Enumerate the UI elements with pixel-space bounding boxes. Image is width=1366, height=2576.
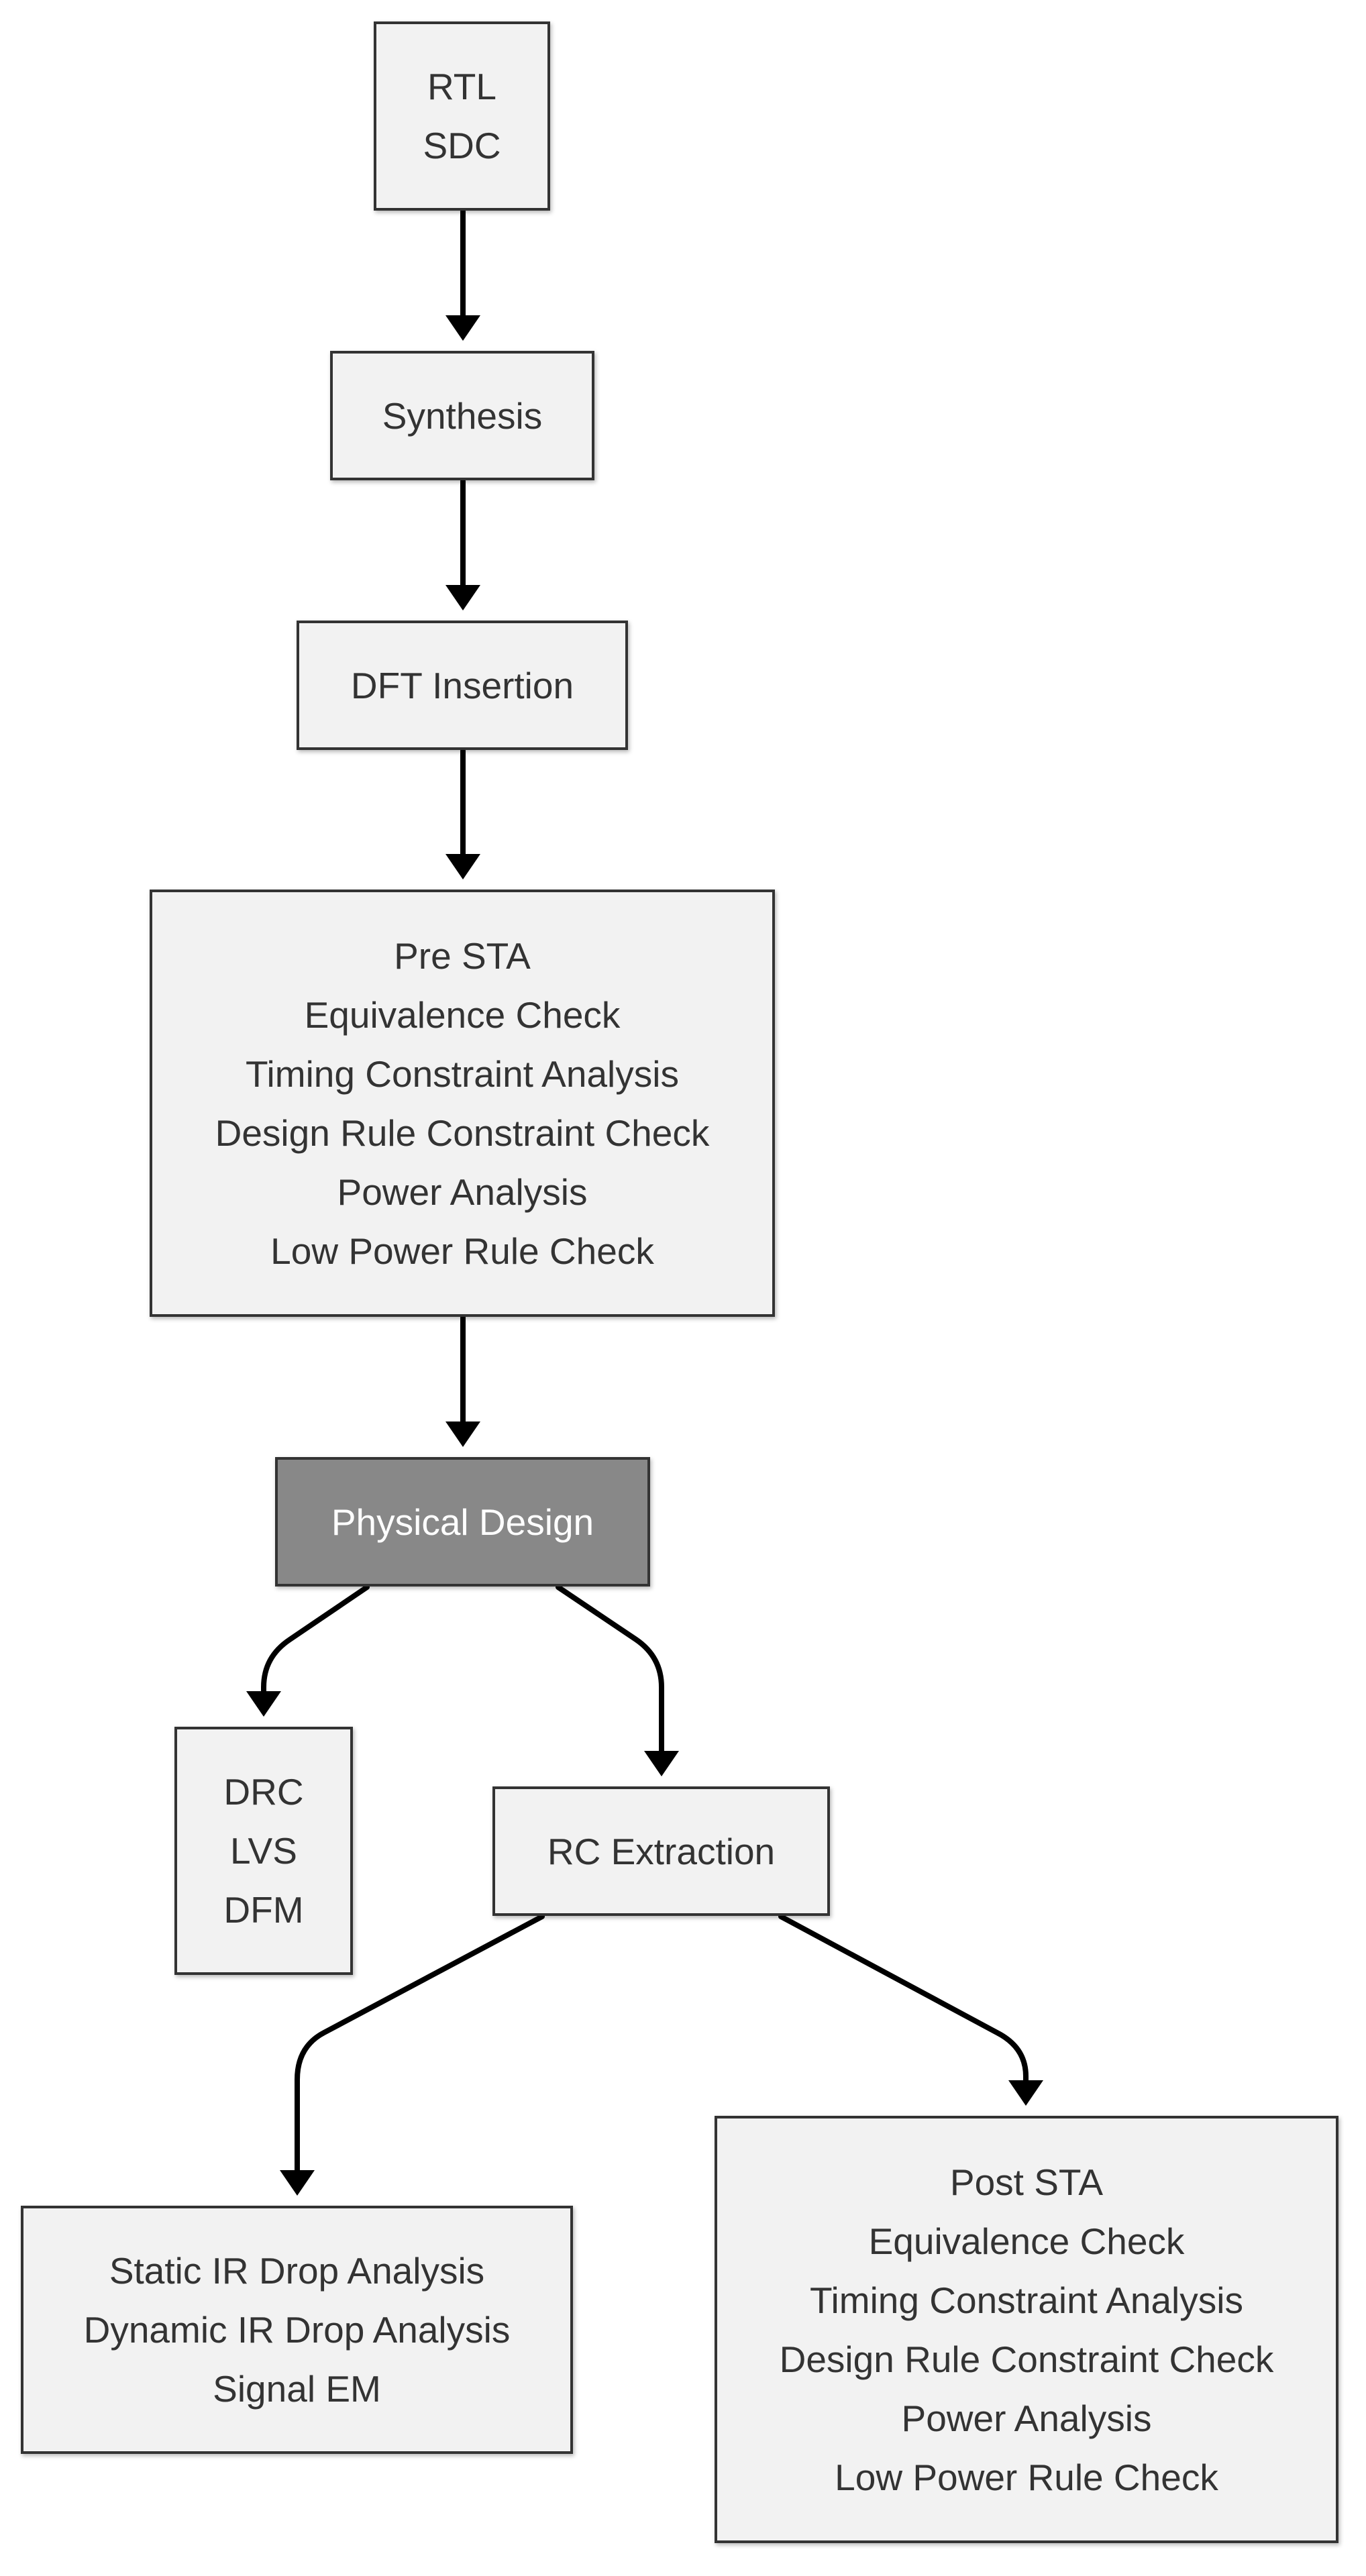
rc-extraction-node: RC Extraction xyxy=(492,1786,830,1916)
post-sta-node: Post STA Equivalence Check Timing Constr… xyxy=(715,2116,1338,2543)
node-line: SDC xyxy=(423,125,501,166)
arrowhead-synthesis xyxy=(445,315,480,341)
node-line: Power Analysis xyxy=(337,1171,588,1213)
node-line: RC Extraction xyxy=(547,1830,776,1872)
node-line: Signal EM xyxy=(213,2368,381,2410)
edge-physical-design-drc xyxy=(261,1585,370,1694)
node-line: DRC xyxy=(223,1771,304,1813)
node-line: Timing Constraint Analysis xyxy=(246,1053,679,1095)
arrowhead-post-sta xyxy=(1008,2080,1043,2106)
drc-lvs-dfm-node: DRC LVS DFM xyxy=(174,1727,353,1975)
node-line: Physical Design xyxy=(331,1501,594,1543)
pre-sta-node: Pre STA Equivalence Check Timing Constra… xyxy=(150,890,775,1317)
dft-insertion-node: DFT Insertion xyxy=(297,621,628,750)
node-line: Design Rule Constraint Check xyxy=(779,2338,1274,2380)
edge-rc-extraction-ir-drop xyxy=(295,1914,545,2173)
node-line: Pre STA xyxy=(394,934,531,977)
node-line: Equivalence Check xyxy=(868,2220,1185,2262)
node-line: DFT Insertion xyxy=(350,664,574,706)
arrowhead-physical-design xyxy=(445,1421,480,1447)
arrowhead-drc xyxy=(246,1691,281,1717)
node-line: Low Power Rule Check xyxy=(835,2456,1218,2498)
rtl-sdc-node: RTL SDC xyxy=(374,21,550,211)
node-line: DFM xyxy=(223,1889,304,1931)
ir-drop-node: Static IR Drop Analysis Dynamic IR Drop … xyxy=(21,2206,573,2454)
node-line: Design Rule Constraint Check xyxy=(215,1112,710,1154)
node-line: Static IR Drop Analysis xyxy=(109,2250,485,2292)
node-line: RTL xyxy=(427,66,496,107)
node-line: LVS xyxy=(230,1830,297,1872)
arrowhead-ir-drop xyxy=(280,2170,315,2196)
synthesis-node: Synthesis xyxy=(330,351,594,480)
arrowhead-pre-sta xyxy=(445,854,480,879)
edge-rc-extraction-post-sta xyxy=(778,1914,1029,2083)
node-line: Timing Constraint Analysis xyxy=(810,2279,1243,2321)
node-line: Dynamic IR Drop Analysis xyxy=(83,2309,511,2351)
node-line: Synthesis xyxy=(382,394,543,437)
arrowhead-rc-extraction xyxy=(644,1751,679,1776)
node-line: Power Analysis xyxy=(901,2397,1152,2439)
node-line: Equivalence Check xyxy=(304,994,621,1036)
arrowhead-dft xyxy=(445,585,480,610)
node-line: Low Power Rule Check xyxy=(270,1230,654,1272)
edge-physical-design-rc-extraction xyxy=(556,1585,664,1754)
physical-design-node: Physical Design xyxy=(275,1457,650,1587)
node-line: Post STA xyxy=(949,2161,1104,2203)
